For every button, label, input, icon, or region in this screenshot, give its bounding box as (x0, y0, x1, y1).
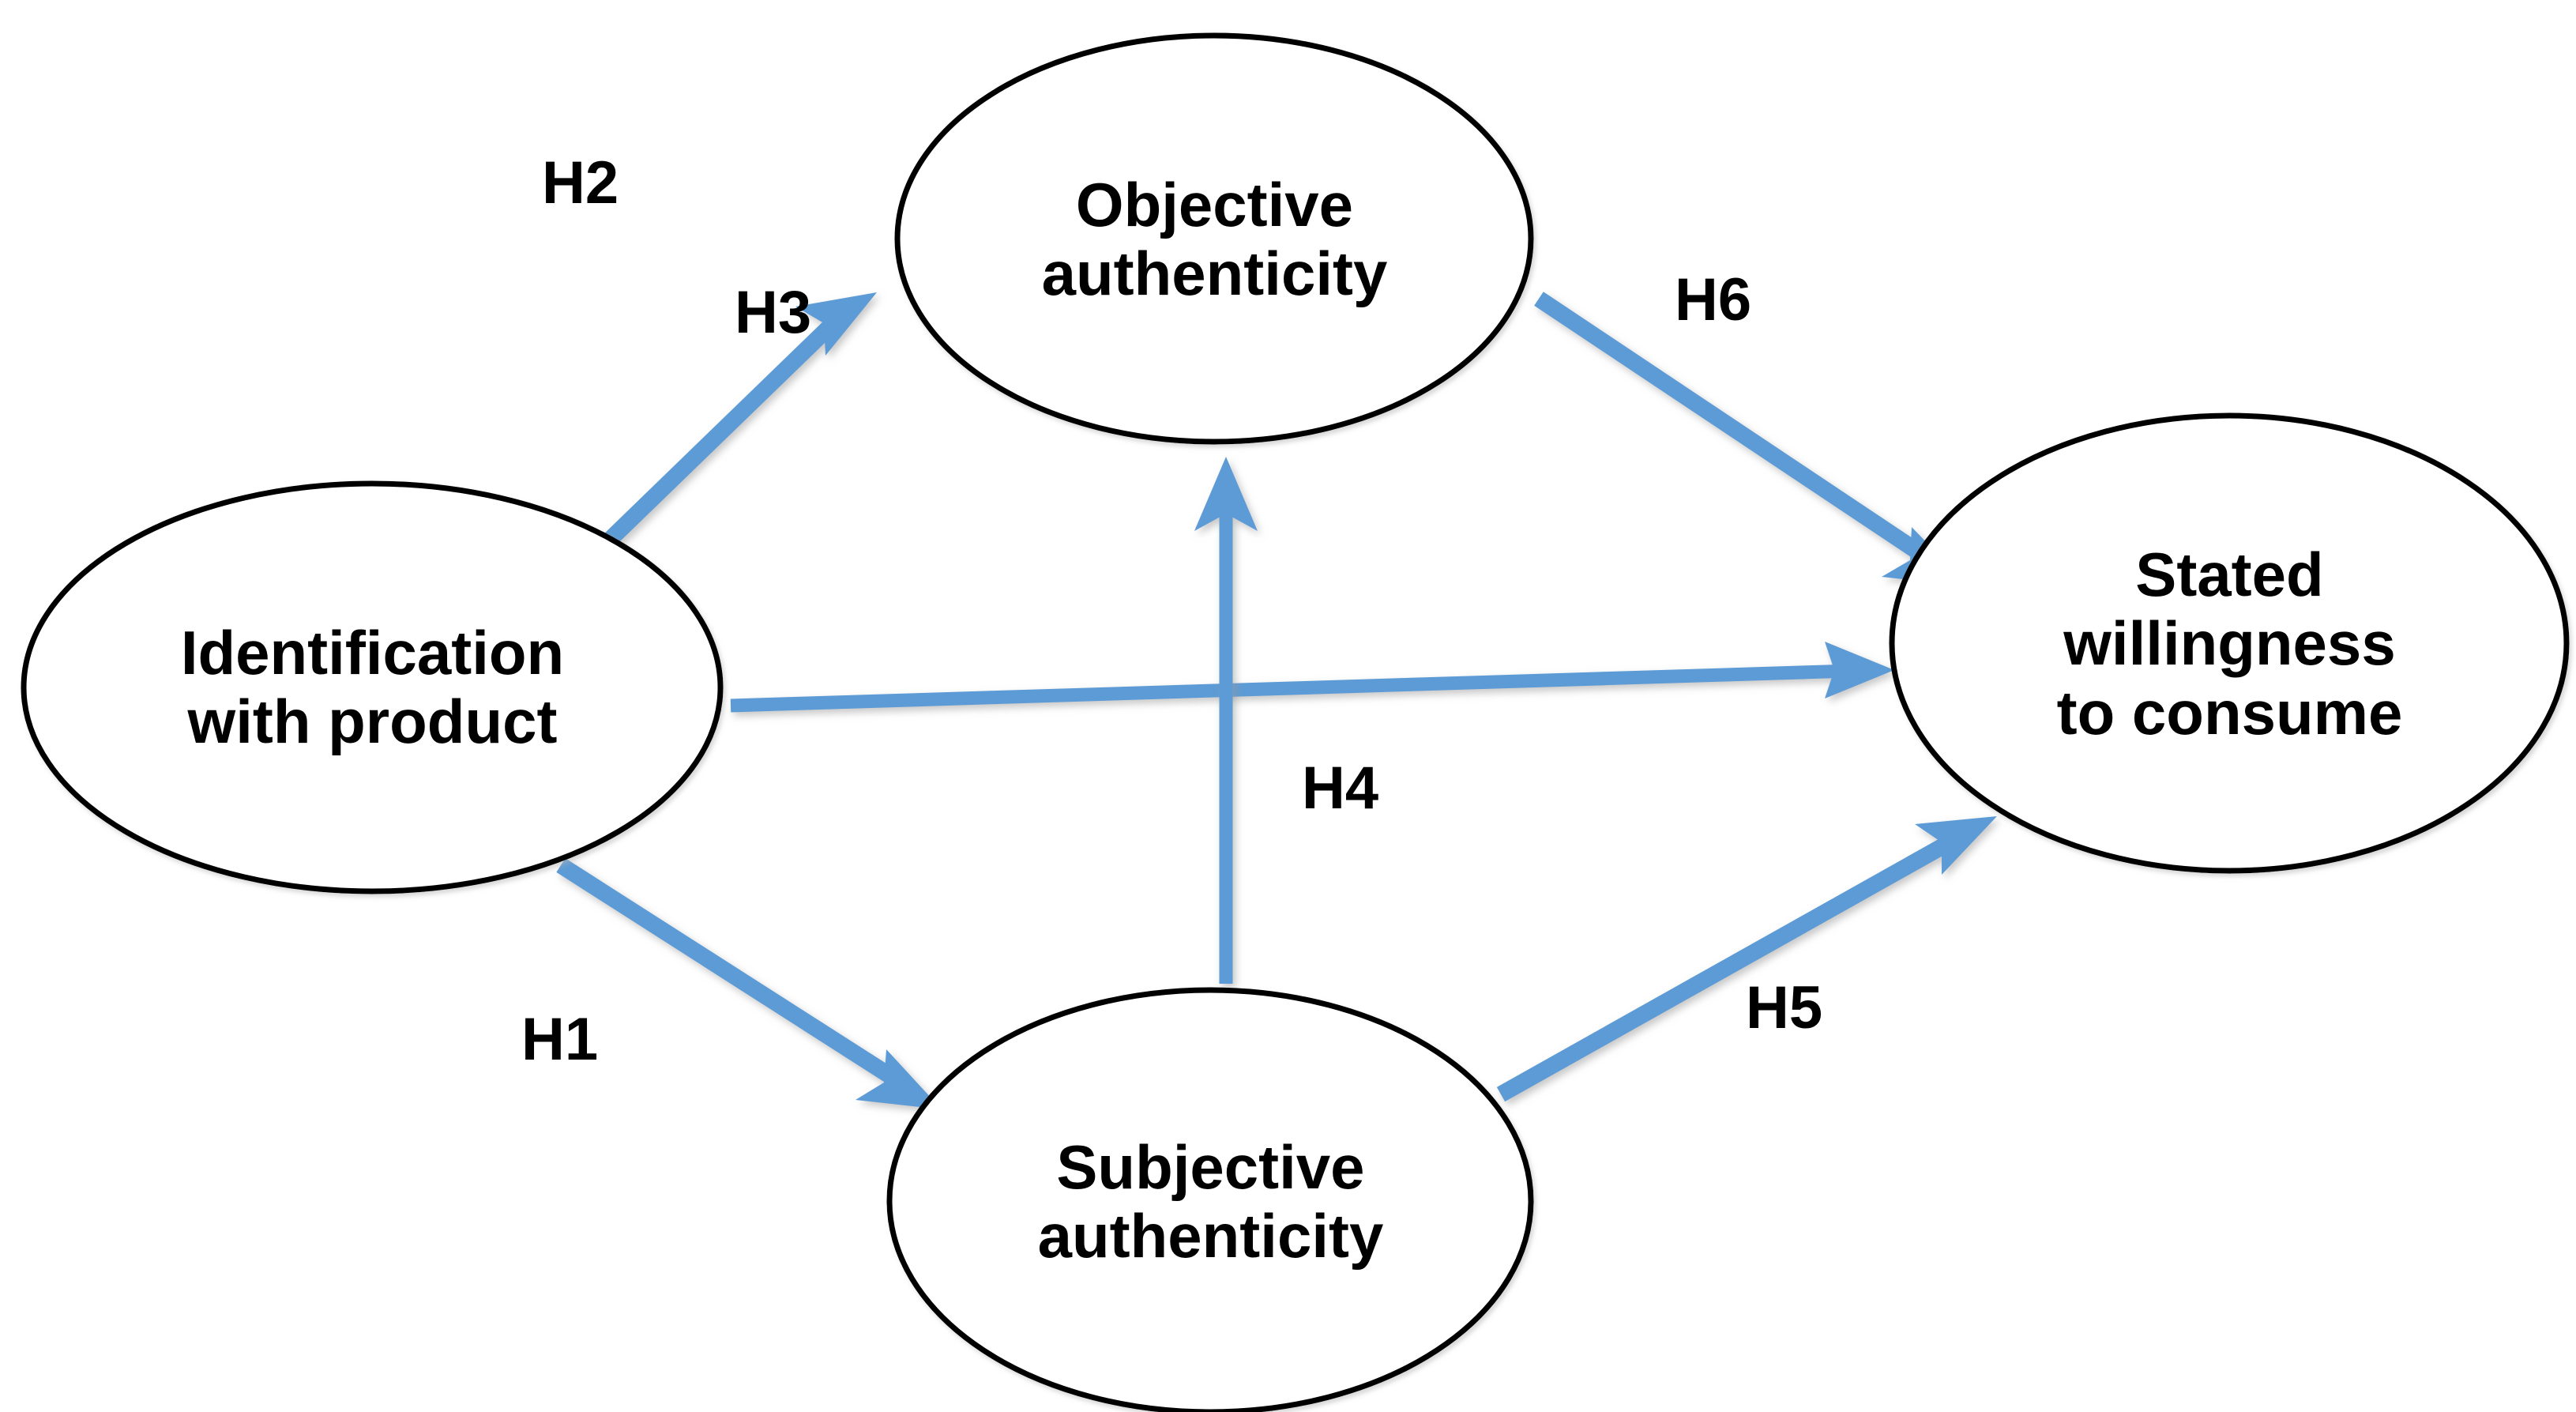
edge-h1-arrow (556, 858, 942, 1109)
edge-label-h1: H1 (521, 1006, 599, 1073)
edge-h3-arrow (730, 642, 1894, 713)
node-identification-with-product[interactable] (21, 480, 724, 894)
edge-label-h3: H3 (735, 279, 812, 346)
node-objective-authenticity[interactable] (894, 32, 1534, 445)
edge-label-h6: H6 (1675, 266, 1752, 333)
node-stated-willingness-to-consume[interactable] (1889, 412, 2570, 874)
identification-ellipse[interactable] (21, 480, 724, 894)
objective-ellipse[interactable] (894, 32, 1534, 445)
willingness-ellipse[interactable] (1889, 412, 2570, 874)
subjective-ellipse[interactable] (886, 987, 1534, 1412)
edge-label-h4: H4 (1302, 755, 1379, 822)
node-subjective-authenticity[interactable] (886, 987, 1534, 1412)
edge-label-h5: H5 (1746, 974, 1823, 1041)
edge-label-h2: H2 (542, 149, 619, 217)
edge-h6-arrow (1534, 292, 1969, 586)
edge-h5-arrow (1496, 816, 1997, 1102)
edge-h4-arrow (1194, 457, 1258, 984)
